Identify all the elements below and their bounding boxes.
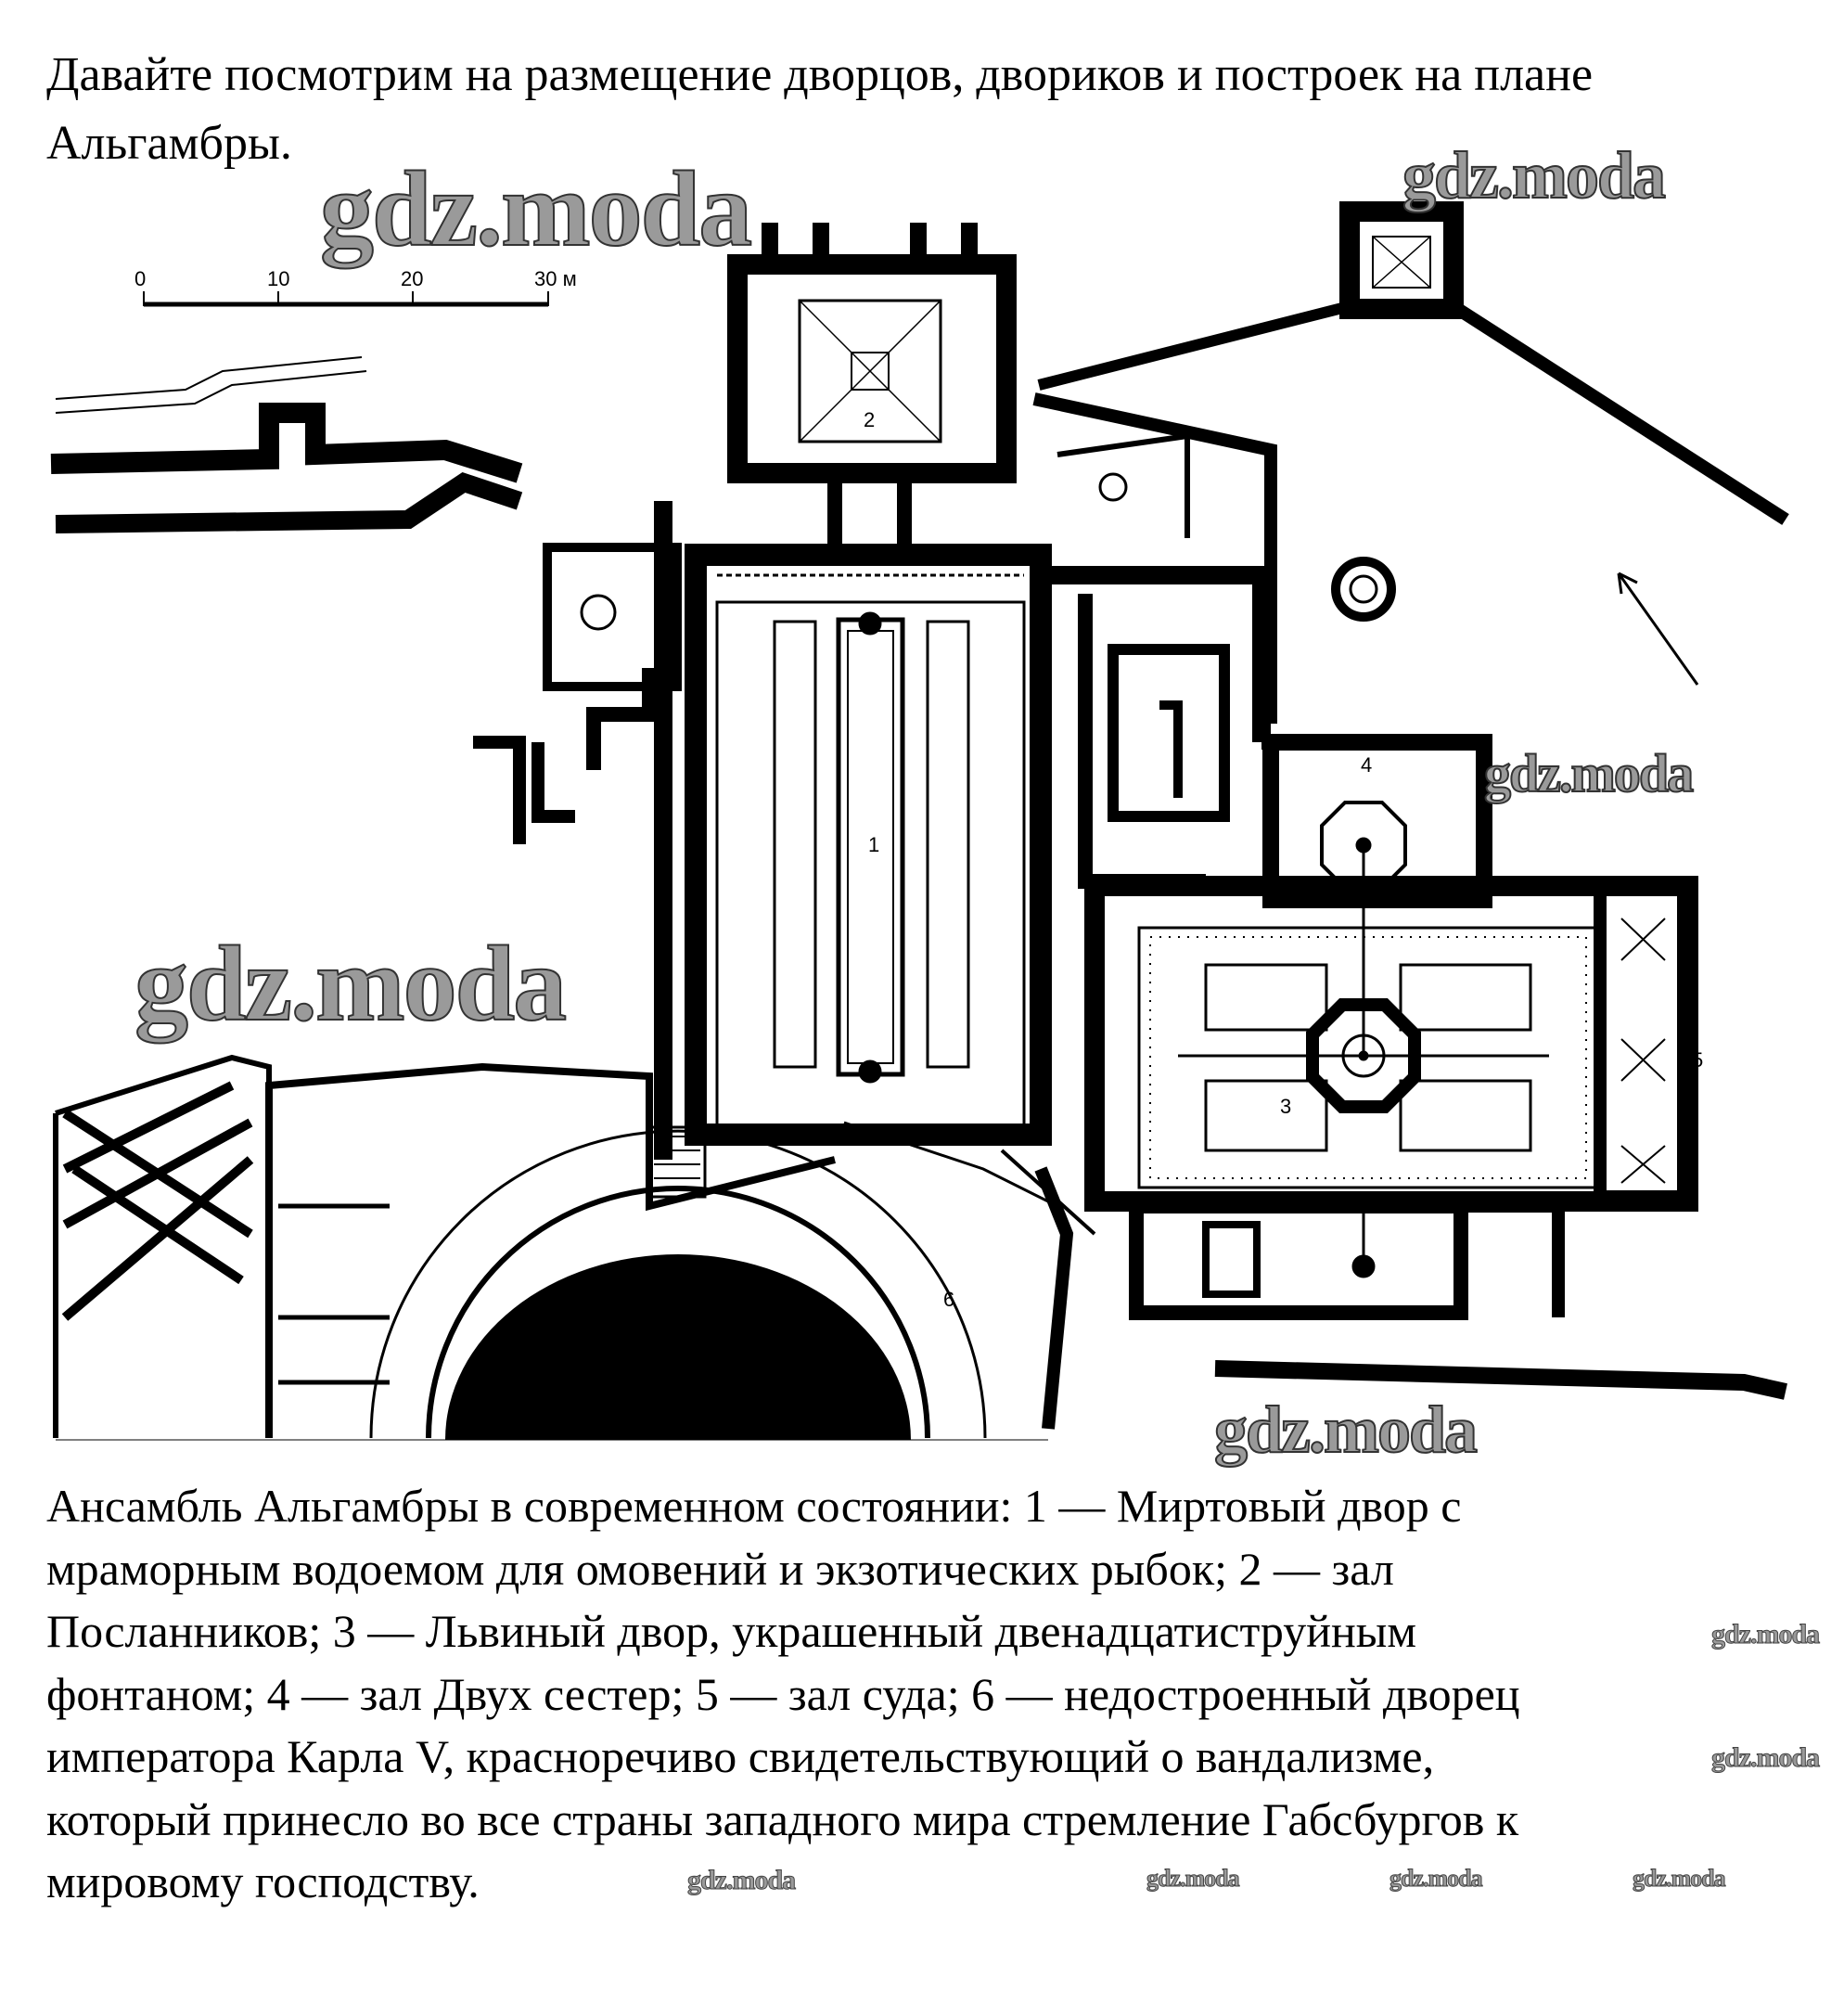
plan-label-1: 1 xyxy=(868,833,879,856)
caption-line: фонтаном; 4 — зал Двух сестер; 5 — зал с… xyxy=(46,1667,1520,1720)
plan-label-6: 6 xyxy=(943,1288,954,1311)
watermark: gdz.moda xyxy=(1710,1619,1820,1650)
scale-tick-label: 10 xyxy=(267,267,289,290)
scale-tick-label: 0 xyxy=(134,267,146,290)
caption-line: мраморным водоемом для омовений и экзоти… xyxy=(46,1542,1394,1595)
plan-label-2: 2 xyxy=(864,408,875,431)
caption-line: императора Карла V, красноречиво свидете… xyxy=(46,1730,1435,1782)
caption-text: Ансамбль Альгамбры в современном состоян… xyxy=(46,1475,1809,1914)
watermark: gdz.moda xyxy=(1213,1392,1479,1468)
watermark: gdz.moda xyxy=(1483,742,1695,804)
plan-label-5: 5 xyxy=(1692,1048,1703,1072)
intro-text: Давайте посмотрим на размещение дворцов,… xyxy=(46,41,1809,178)
caption-line: Ансамбль Альгамбры в современном состоян… xyxy=(46,1480,1462,1532)
watermark: gdz.moda xyxy=(1389,1865,1484,1893)
carlos-v-courtyard xyxy=(445,1254,911,1440)
scale-tick-label: 20 xyxy=(401,267,423,290)
caption-line: мировому господству. xyxy=(46,1855,480,1907)
watermark: gdz.moda xyxy=(134,924,568,1045)
watermark: gdz.moda xyxy=(1633,1865,1727,1893)
intro-line: Давайте посмотрим на размещение дворцов,… xyxy=(46,48,1594,101)
scale-bar xyxy=(143,291,549,307)
plan-label-3: 3 xyxy=(1280,1095,1291,1118)
caption-line: Посланников; 3 — Львиный двор, украшенны… xyxy=(46,1605,1417,1657)
watermark: gdz.moda xyxy=(1710,1742,1820,1774)
watermark: gdz.moda xyxy=(1402,137,1667,213)
scale-tick-label: 30 м xyxy=(534,267,577,290)
watermark: gdz.moda xyxy=(1146,1865,1241,1893)
plan-label-4: 4 xyxy=(1361,753,1372,777)
intro-line: Альгамбры. xyxy=(46,117,292,170)
caption-line: который принесло во все страны западного… xyxy=(46,1792,1519,1845)
watermark: gdz.moda xyxy=(319,149,753,270)
watermark: gdz.moda xyxy=(686,1865,796,1896)
